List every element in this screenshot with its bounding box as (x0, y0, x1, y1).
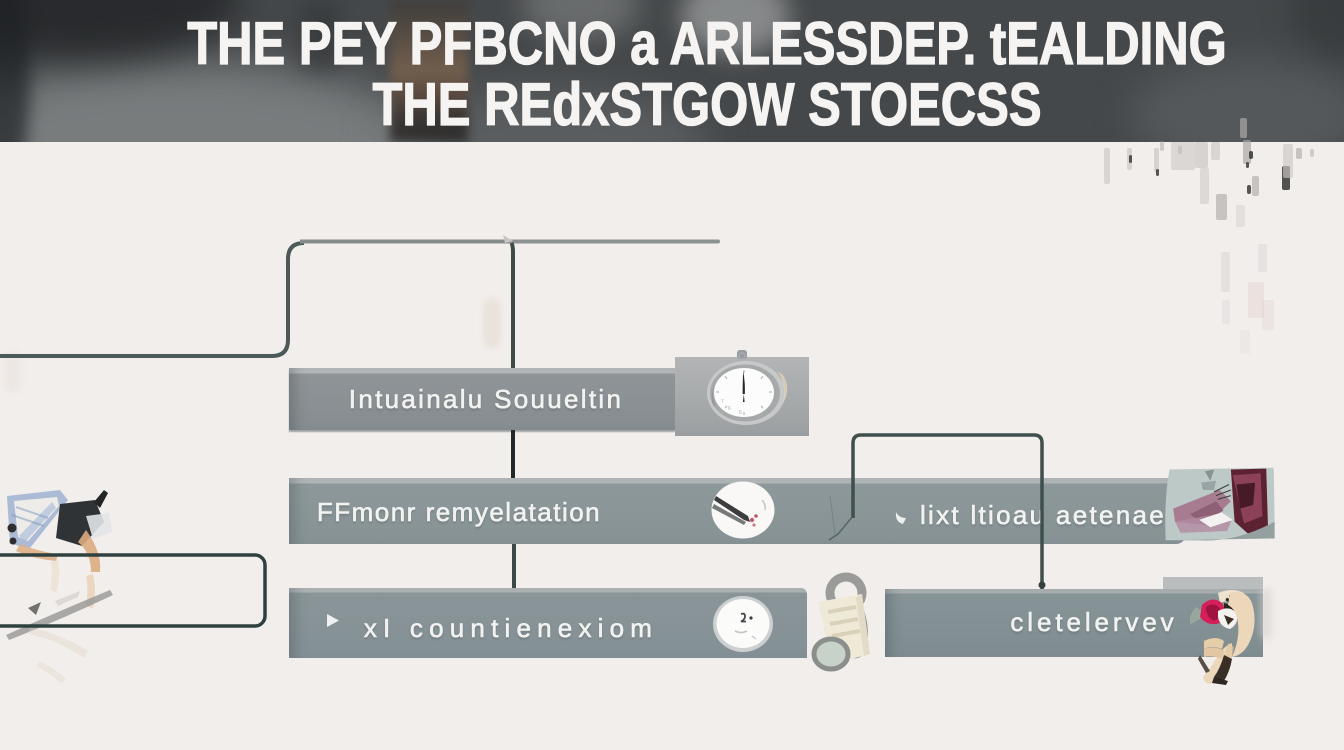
svg-text:5: 5 (739, 410, 742, 416)
svg-text:6: 6 (728, 406, 731, 412)
svg-text:7: 7 (721, 399, 724, 405)
